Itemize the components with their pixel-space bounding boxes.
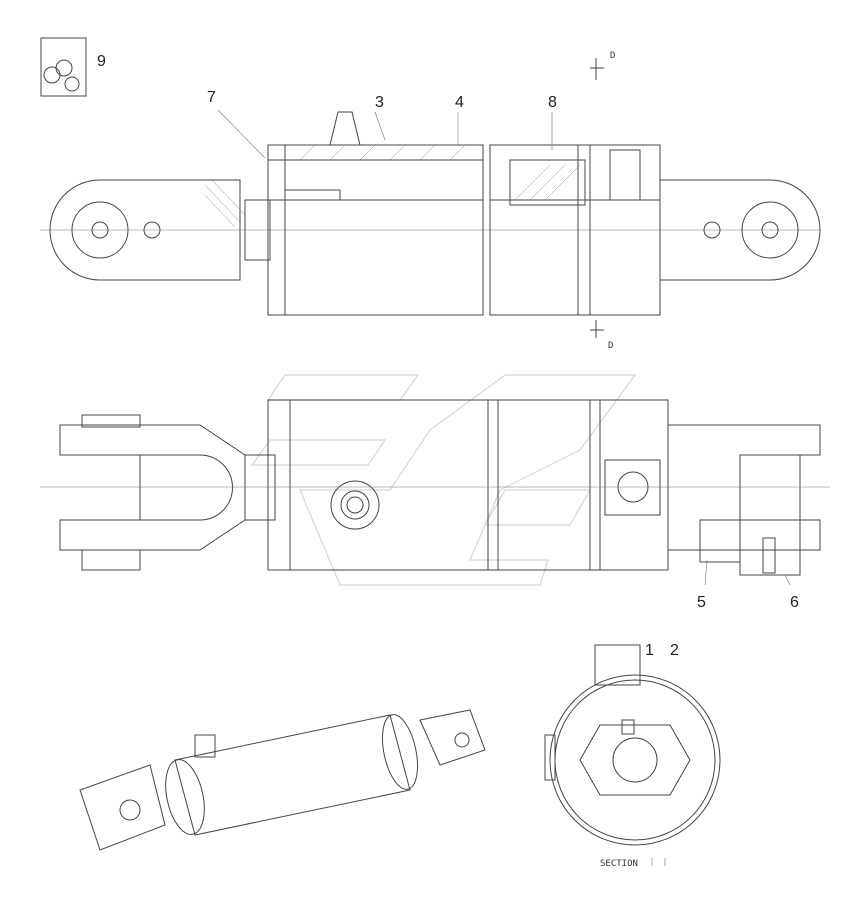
front-view <box>40 399 830 576</box>
kit-icon <box>40 37 87 97</box>
section-view <box>544 644 721 846</box>
callout-8: 8 <box>548 94 557 111</box>
top-section-view <box>40 58 821 338</box>
callout-3: 3 <box>375 94 384 111</box>
callout-6: 6 <box>790 594 799 611</box>
callout-4: 4 <box>455 94 464 111</box>
callout-2: 2 <box>670 642 679 659</box>
section-mark-top: D <box>610 51 615 61</box>
callout-5: 5 <box>697 594 706 611</box>
callout-9: 9 <box>97 53 106 70</box>
section-label: SECTION <box>600 859 638 869</box>
callout-7: 7 <box>207 89 216 106</box>
isometric-view <box>79 709 486 851</box>
callout-1: 1 <box>645 642 654 659</box>
section-mark-bottom: D <box>608 341 613 351</box>
watermark-logo <box>250 374 637 586</box>
leader-lines <box>217 109 791 586</box>
